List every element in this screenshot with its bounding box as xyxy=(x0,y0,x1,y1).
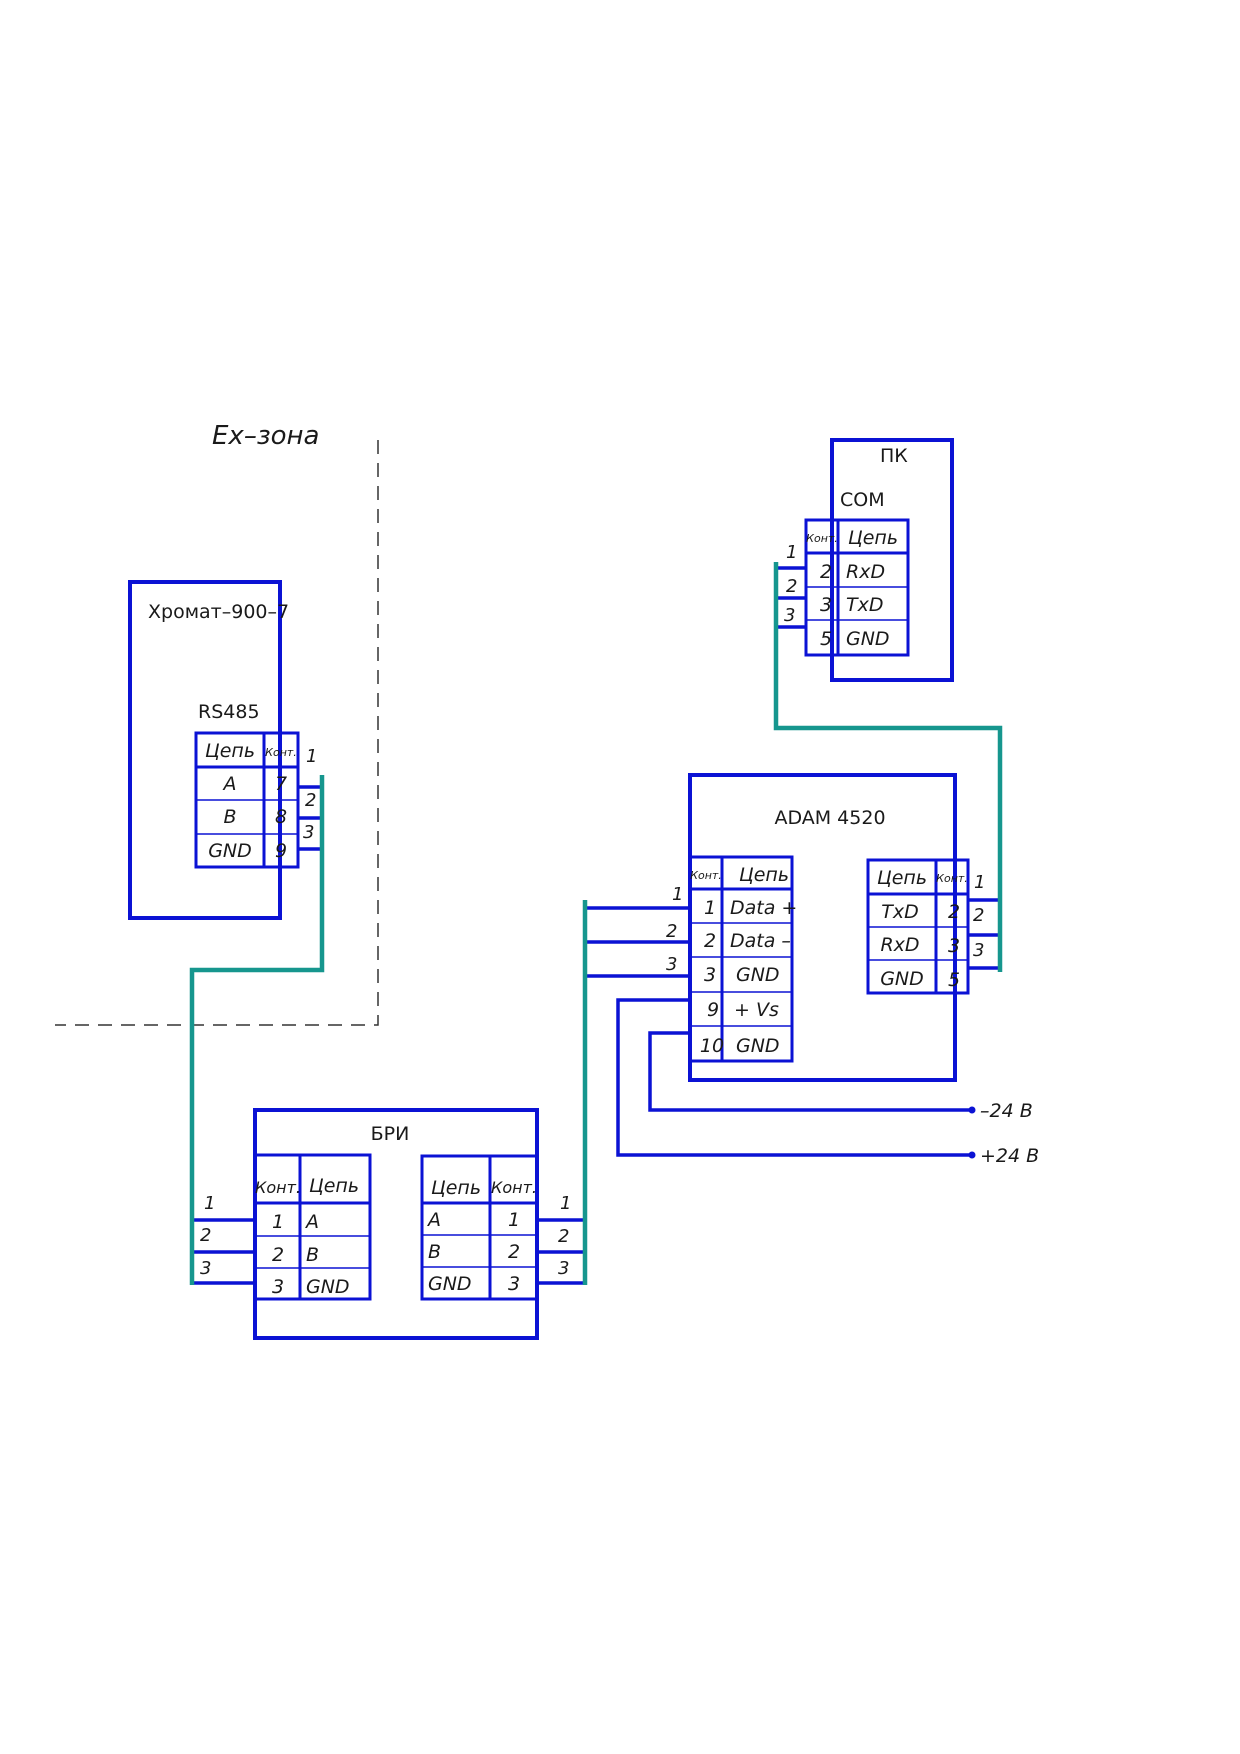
pc-contact-2: 2 xyxy=(820,561,832,583)
bri-title: БРИ xyxy=(371,1123,410,1145)
bri-left-wire-3: 3 xyxy=(200,1258,211,1279)
cable-chromatograph-bri xyxy=(189,775,325,1285)
bri-right-wire-1: 1 xyxy=(560,1193,571,1214)
bri-left-head-contact: Конт. xyxy=(255,1178,301,1197)
bri-device: БРИ Конт. Цепь 1 2 3 A B GND 1 2 3 Цепь … xyxy=(190,1108,585,1340)
pc-body xyxy=(830,438,954,682)
chromatograph-contact-8: 8 xyxy=(275,806,287,828)
pc-head-contact: Конт. xyxy=(806,532,838,545)
bri-left-wire-1: 1 xyxy=(204,1193,215,1214)
bri-left-contact-2: 2 xyxy=(272,1244,284,1266)
bri-right-head-contact: Конт. xyxy=(491,1178,537,1197)
bri-left-head-circuit: Цепь xyxy=(309,1175,359,1197)
adam-left-wire-1: 1 xyxy=(672,884,683,905)
bri-left-contact-3: 3 xyxy=(272,1276,284,1298)
power-plus-wire xyxy=(616,998,970,1157)
adam-right-wire-2: 2 xyxy=(973,905,984,926)
chromatograph-head-circuit: Цепь xyxy=(205,740,255,762)
chromatograph-circuit-b: B xyxy=(223,806,236,828)
chromatograph-circuit-gnd: GND xyxy=(208,840,252,862)
power-minus-wire xyxy=(648,1031,970,1112)
pc-wire-2: 2 xyxy=(786,576,797,597)
chromatograph-body xyxy=(128,580,282,920)
pc-title: ПК xyxy=(880,445,908,467)
cable-adam-pc xyxy=(773,562,1003,972)
adam-right-wire-3: 3 xyxy=(973,940,984,961)
bri-right-circuit-a: A xyxy=(426,1209,441,1231)
adam-left-table xyxy=(688,855,794,1063)
adam-4520-device: ADAM 4520 Конт. Цепь 1 2 3 9 10 Data + D… xyxy=(585,773,1039,1167)
adam-left-circuit-gnd-2: GND xyxy=(736,1035,780,1057)
adam-left-circuit-data-plus: Data + xyxy=(730,897,797,919)
pc-wire-3: 3 xyxy=(784,605,795,626)
bri-left-contact-1: 1 xyxy=(272,1211,284,1233)
adam-left-contact-2: 2 xyxy=(704,930,716,952)
chromatograph-device: Хромат–900–7 RS485 Цепь Конт. A B GND 7 … xyxy=(128,580,322,920)
adam-left-wire-2: 2 xyxy=(666,921,677,942)
bri-left-circuit-gnd: GND xyxy=(306,1276,350,1298)
ex-zone-label: Ex–зона xyxy=(212,421,319,451)
adam-left-contact-1: 1 xyxy=(704,897,716,919)
pc-contact-3: 3 xyxy=(820,594,832,616)
pc-head-circuit: Цепь xyxy=(848,527,898,549)
chromatograph-title: Хромат–900–7 xyxy=(148,601,289,623)
adam-left-contact-10: 10 xyxy=(700,1035,724,1057)
ex-zone-boundary xyxy=(55,440,379,1026)
power-minus-terminal xyxy=(968,1106,976,1114)
chromatograph-circuit-a: A xyxy=(222,773,237,795)
adam-right-head-circuit: Цепь xyxy=(877,867,927,889)
pc-device: ПК COM Конт. Цепь 2 3 5 RxD TxD GND 1 2 … xyxy=(778,438,954,682)
chromatograph-port: RS485 xyxy=(198,701,260,723)
bri-left-table xyxy=(253,1153,372,1301)
power-plus-terminal xyxy=(968,1151,976,1159)
power-minus-label: –24 В xyxy=(980,1100,1033,1122)
adam-title: ADAM 4520 xyxy=(774,807,885,829)
adam-left-circuit-data-minus: Data – xyxy=(730,930,791,952)
bri-right-wire-2: 2 xyxy=(558,1226,569,1247)
adam-left-contact-3: 3 xyxy=(704,964,716,986)
adam-right-contact-5: 5 xyxy=(948,969,960,991)
pc-circuit-txd: TxD xyxy=(846,594,883,616)
pc-port: COM xyxy=(840,489,885,511)
adam-left-head-contact: Конт. xyxy=(690,869,722,882)
adam-left-head-circuit: Цепь xyxy=(739,864,789,886)
bri-left-wire-2: 2 xyxy=(200,1225,211,1246)
bri-right-circuit-b: B xyxy=(428,1241,441,1263)
bri-left-circuit-a: A xyxy=(304,1211,319,1233)
chromatograph-contact-7: 7 xyxy=(275,773,287,795)
bri-right-table xyxy=(420,1154,539,1301)
power-plus-label: +24 В xyxy=(980,1145,1039,1167)
adam-left-circuit-vs: + Vs xyxy=(734,999,779,1021)
adam-left-contact-9: 9 xyxy=(707,999,719,1021)
adam-right-circuit-rxd: RxD xyxy=(880,934,919,956)
bri-right-circuit-gnd: GND xyxy=(428,1273,472,1295)
adam-right-head-contact: Конт. xyxy=(936,872,968,885)
adam-right-circuit-txd: TxD xyxy=(881,901,918,923)
cables xyxy=(189,562,1003,1285)
bri-right-contact-3: 3 xyxy=(508,1273,520,1295)
bri-right-wire-3: 3 xyxy=(558,1258,569,1279)
pc-contact-5: 5 xyxy=(820,628,832,650)
chromatograph-head-contact: Конт. xyxy=(265,746,297,759)
chromatograph-contact-9: 9 xyxy=(275,840,287,862)
bri-right-contact-1: 1 xyxy=(508,1209,520,1231)
chromatograph-wire-3: 3 xyxy=(303,822,314,843)
adam-right-wire-1: 1 xyxy=(974,872,985,893)
bri-right-head-circuit: Цепь xyxy=(431,1177,481,1199)
adam-right-contact-2: 2 xyxy=(948,901,960,923)
adam-right-circuit-gnd: GND xyxy=(880,968,924,990)
adam-right-contact-3: 3 xyxy=(948,935,960,957)
pc-circuit-gnd: GND xyxy=(846,628,890,650)
chromatograph-wire-1: 1 xyxy=(306,746,317,767)
bri-left-circuit-b: B xyxy=(306,1244,319,1266)
adam-left-wire-3: 3 xyxy=(666,954,677,975)
bri-right-contact-2: 2 xyxy=(508,1241,520,1263)
adam-left-circuit-gnd: GND xyxy=(736,964,780,986)
ex-zone: Ex–зона xyxy=(55,421,379,1026)
pc-wire-1: 1 xyxy=(786,542,797,563)
pc-circuit-rxd: RxD xyxy=(846,561,885,583)
chromatograph-wire-2: 2 xyxy=(305,790,316,811)
